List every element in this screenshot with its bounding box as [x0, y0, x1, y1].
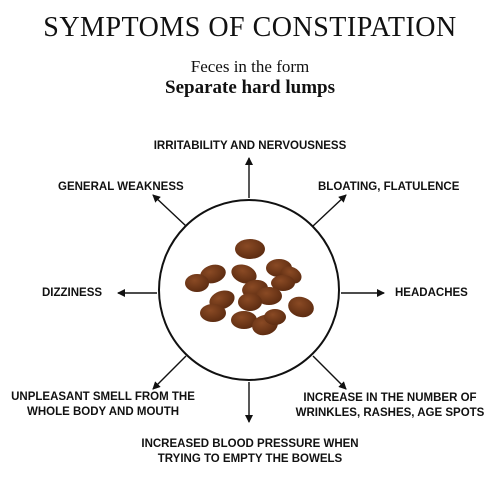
stool-form-label: Separate hard lumps: [165, 77, 335, 98]
symptom-headaches: HEADACHES: [395, 287, 468, 299]
lump: [238, 293, 262, 311]
arrow-bottom-right: [312, 355, 347, 390]
page-title: SYMPTOMS OF CONSTIPATION: [43, 12, 457, 43]
symptom-dizziness: DIZZINESS: [42, 287, 103, 299]
lump: [231, 311, 257, 329]
lump: [200, 304, 226, 322]
lump: [264, 309, 286, 325]
arrows: [117, 157, 385, 423]
subtitle: Feces in the form: [190, 57, 310, 76]
symptom-irritability: IRRITABILITY AND NERVOUSNESS: [153, 140, 347, 152]
symptom-unpleasant-smell-line-2: WHOLE BODY AND MOUTH: [26, 406, 180, 418]
lump: [256, 287, 282, 305]
arrow-top-left: [152, 194, 187, 227]
lump: [231, 264, 257, 284]
symptom-wrinkles: INCREASE IN THE NUMBER OF WRINKLES, RASH…: [280, 391, 500, 421]
lump: [185, 274, 209, 292]
lump: [288, 296, 314, 318]
symptom-blood-pressure-line-1: INCREASED BLOOD PRESSURE WHEN: [141, 438, 359, 450]
symptom-general-weakness: GENERAL WEAKNESS: [58, 181, 184, 193]
symptom-unpleasant-smell-line-1: UNPLEASANT SMELL FROM THE: [11, 391, 195, 403]
stool-lumps: [185, 239, 314, 336]
arrow-bottom-left: [152, 355, 187, 390]
symptom-bloating: BLOATING, FLATULENCE: [318, 181, 460, 193]
symptom-unpleasant-smell: UNPLEASANT SMELL FROM THE WHOLE BODY AND…: [0, 390, 206, 420]
arrow-top-right: [312, 194, 347, 227]
lump: [235, 239, 265, 259]
symptom-blood-pressure-line-2: TRYING TO EMPTY THE BOWELS: [157, 453, 343, 465]
symptom-wrinkles-line-2: WRINKLES, RASHES, AGE SPOTS: [295, 407, 485, 419]
lump: [271, 275, 295, 291]
symptom-blood-pressure: INCREASED BLOOD PRESSURE WHEN TRYING TO …: [0, 437, 500, 467]
symptom-wrinkles-line-1: INCREASE IN THE NUMBER OF: [303, 392, 477, 404]
